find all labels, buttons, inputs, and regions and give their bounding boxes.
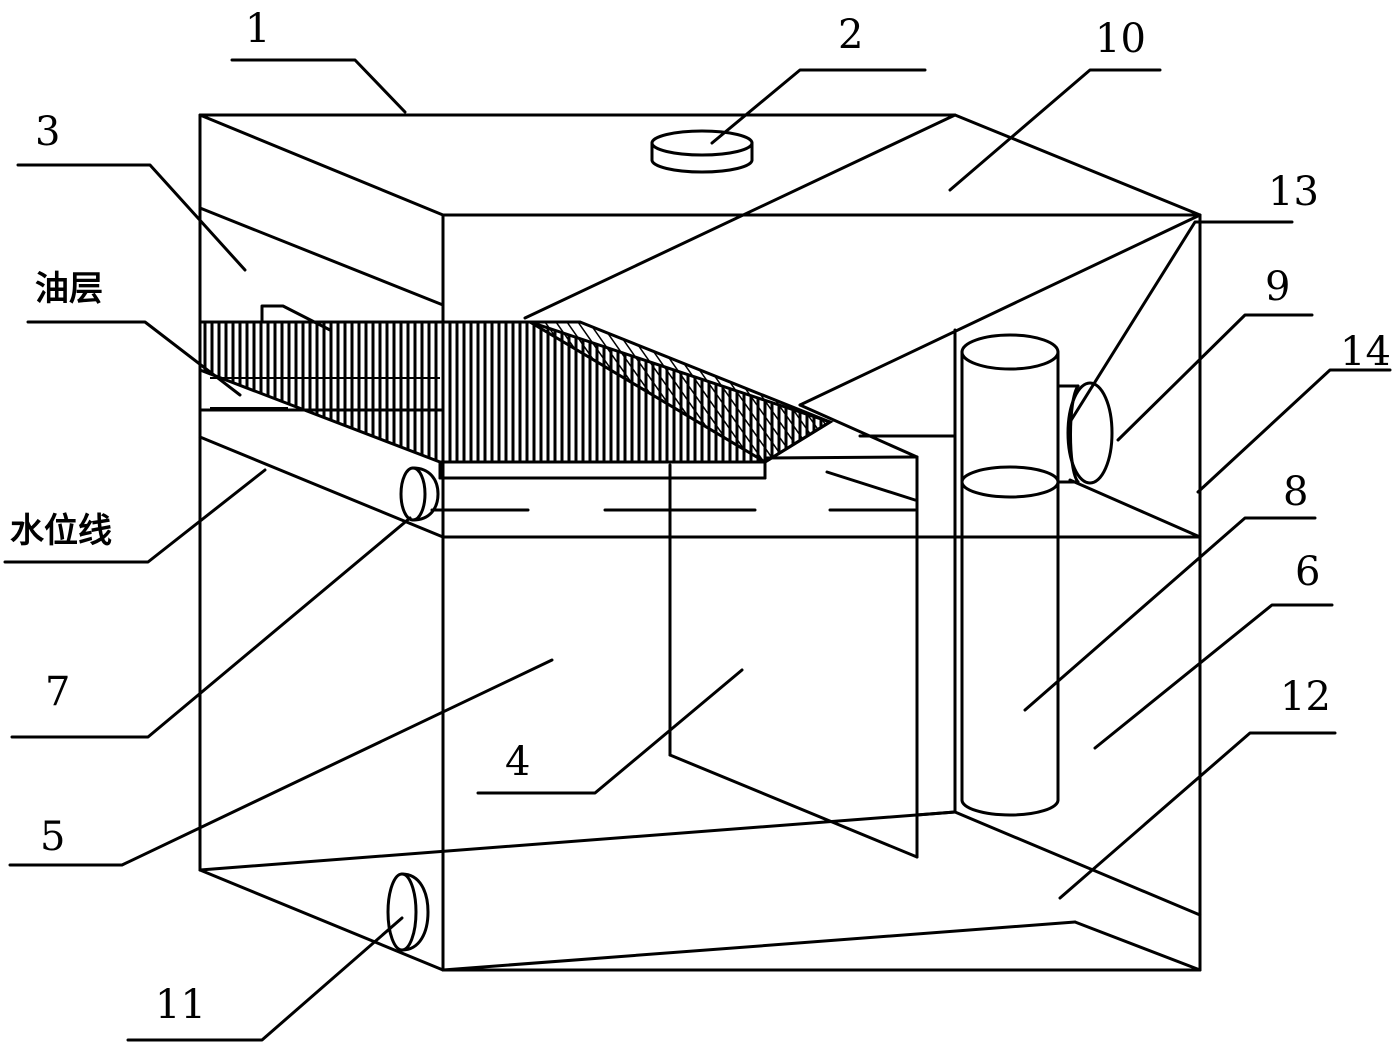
outlet-pipe-13 [1056, 381, 1114, 485]
tank-bottom-right-line [953, 810, 1202, 917]
label-water-line: 水位线 [10, 511, 112, 551]
water-line-left [198, 435, 445, 539]
partition-3-top-edge [198, 206, 445, 307]
leader-1 [230, 58, 407, 114]
label-12: 12 [1280, 674, 1331, 720]
leader-5 [8, 658, 554, 867]
baffle-4-top-edge [763, 455, 919, 460]
label-11: 11 [155, 982, 206, 1028]
drain-pipe-11 [386, 872, 430, 952]
pipe-8-top [960, 333, 1060, 371]
leader-10 [948, 68, 1162, 192]
leader-11 [126, 916, 404, 1042]
tray-handle [260, 304, 332, 332]
pipe-8-bottom [960, 798, 1060, 817]
pipe-7-body [411, 466, 440, 522]
label-2: 2 [838, 12, 863, 58]
pipe-11-body [400, 872, 430, 952]
label-8: 8 [1283, 469, 1308, 515]
cap-2-bottom [650, 158, 754, 174]
label-9: 9 [1265, 264, 1290, 310]
baffle-4-bottom-edge [668, 753, 919, 859]
label-6: 6 [1295, 549, 1320, 595]
leader-12 [1058, 731, 1337, 900]
pipe-8-inner-ring [960, 465, 1060, 499]
leader-2 [710, 68, 927, 145]
inlet-pipe-7 [399, 466, 440, 522]
label-5: 5 [40, 814, 65, 860]
tank-bottom-corner [1073, 920, 1202, 972]
partition-10-diagonal [523, 113, 957, 320]
top-cap-2 [650, 129, 754, 174]
baffle-4 [668, 403, 919, 859]
leader-14 [1196, 368, 1392, 494]
pipe-13-arc [1069, 384, 1080, 484]
label-4: 4 [505, 739, 530, 785]
leader-3 [16, 163, 247, 272]
label-oil-layer: 油层 [35, 269, 103, 309]
panel-6-bottom [915, 810, 957, 817]
right-chamber-slope-bottom [1068, 478, 1202, 539]
tank-box [198, 113, 1202, 972]
pipe-11-ellipse [386, 872, 418, 952]
cap-2-top [650, 129, 754, 157]
leader-7 [10, 516, 412, 739]
vertical-pipe-8 [960, 333, 1060, 817]
label-1: 1 [245, 6, 270, 52]
oil-collection-tray [198, 304, 834, 480]
label-13: 13 [1268, 169, 1319, 215]
tank-bottom-back-line [198, 810, 957, 872]
right-chamber-slope-top [798, 213, 1202, 407]
leader-water [3, 468, 267, 564]
water-dashes [430, 470, 917, 512]
baffle-4-slope [798, 403, 919, 459]
label-3: 3 [35, 109, 60, 155]
label-10: 10 [1095, 16, 1146, 62]
tank-bottom-left-edge [198, 868, 445, 972]
pipe-7-ellipse [399, 466, 427, 522]
inner-panel-6 [858, 328, 957, 817]
leader-lines [3, 58, 1392, 1042]
leader-9 [1116, 313, 1314, 442]
leader-oil [26, 320, 242, 397]
label-14: 14 [1340, 329, 1391, 375]
water-dash-4 [825, 470, 917, 502]
label-7: 7 [45, 669, 70, 715]
pipe-13-end [1066, 381, 1114, 485]
tray-diagonal-hatch [524, 320, 834, 464]
leader-4 [476, 668, 744, 795]
leader-13 [1068, 220, 1294, 424]
leader-6 [1093, 603, 1334, 750]
leader-8 [1023, 516, 1317, 712]
tank-bottom-diagonal [441, 920, 1077, 972]
labels: 1 2 10 3 油层 水位线 13 9 14 8 6 12 7 4 5 11 [10, 6, 1391, 1028]
